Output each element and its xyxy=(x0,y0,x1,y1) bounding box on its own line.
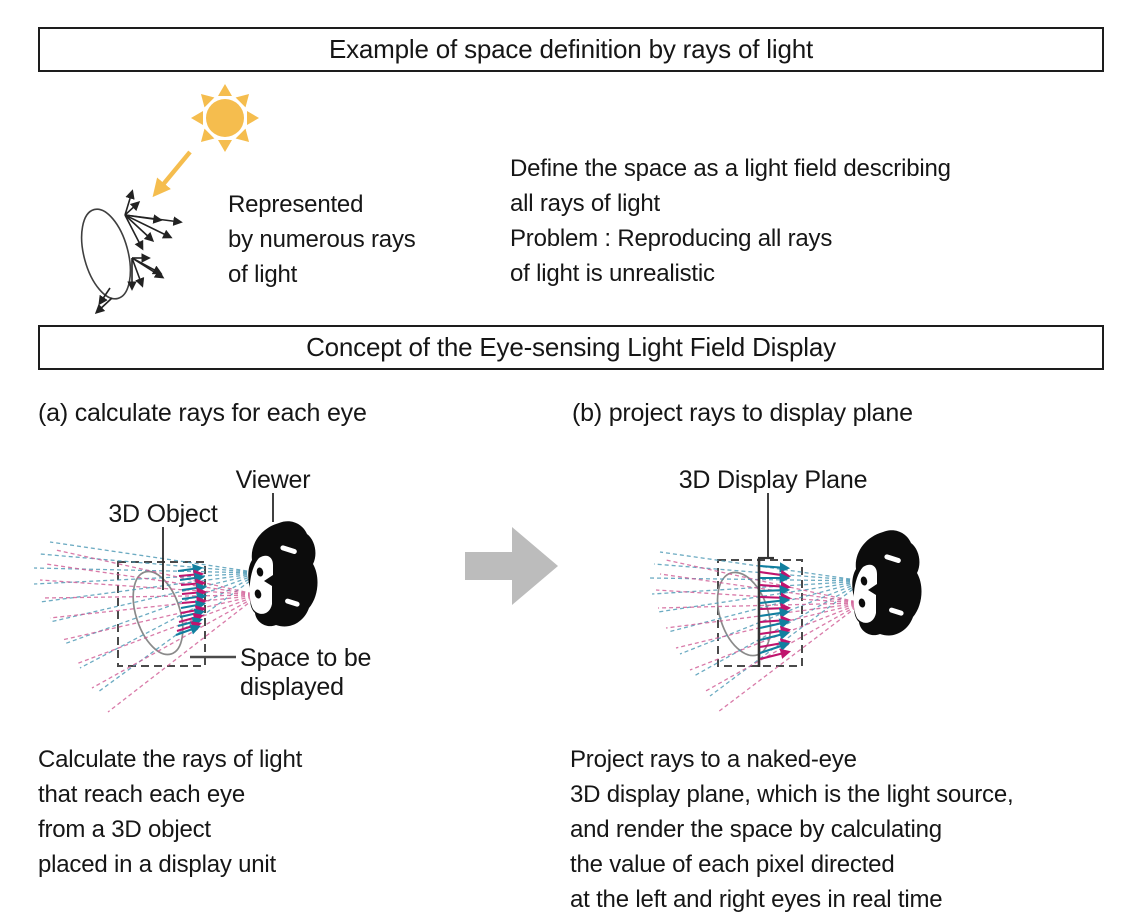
emitted-ray-arrows xyxy=(94,189,183,314)
panel-b-caption-line: at the left and right eyes in real time xyxy=(570,886,943,913)
banner-space-definition: Example of space definition by rays of l… xyxy=(38,27,1104,72)
sun-object-figure xyxy=(80,84,259,314)
display-plane-label: 3D Display Plane xyxy=(679,466,868,494)
object-ellipse xyxy=(80,208,132,300)
define-caption: Define the space as a light field descri… xyxy=(510,151,951,291)
transition-arrow-icon xyxy=(465,527,558,605)
eye-rays-a xyxy=(33,541,262,713)
define-caption-line: Problem : Reproducing all rays xyxy=(510,225,833,252)
sun-icon xyxy=(191,84,259,152)
panel-b-figure: 3D Display Plane xyxy=(649,466,922,713)
sunlight-arrow-icon xyxy=(152,150,192,198)
viewer-label-a: Viewer xyxy=(236,466,311,494)
banner-space-definition-label: Example of space definition by rays of l… xyxy=(328,34,814,64)
represented-caption-line: Represented xyxy=(228,191,364,218)
panel-a-caption-line: Calculate the rays of light xyxy=(38,746,303,773)
define-caption-line: Define the space as a light field descri… xyxy=(510,155,951,182)
panel-a-figure: 3D Object Viewer Space to be displayed xyxy=(33,466,371,713)
panel-a-caption: Calculate the rays of light that reach e… xyxy=(38,742,302,882)
space-label-line2: displayed xyxy=(240,673,344,701)
panel-b-caption-line: the value of each pixel directed xyxy=(570,851,895,878)
banner-concept: Concept of the Eye-sensing Light Field D… xyxy=(38,325,1104,370)
panel-b-caption-line: and render the space by calculating xyxy=(570,816,942,843)
represented-caption-line: of light xyxy=(228,261,298,288)
pixel-ray-arrows-a xyxy=(175,563,208,636)
space-label-line1: Space to be xyxy=(240,644,371,672)
define-caption-line: all rays of light xyxy=(510,190,660,217)
represented-caption: Represented by numerous rays of light xyxy=(228,187,416,292)
viewer-head-b xyxy=(852,530,922,636)
panel-a-caption-line: that reach each eye xyxy=(38,781,246,808)
panel-b-caption-line: Project rays to a naked-eye xyxy=(570,746,857,773)
object-ellipse-a xyxy=(132,570,184,656)
panel-a-heading: (a) calculate rays for each eye xyxy=(38,399,367,427)
viewer-head-a xyxy=(248,521,318,627)
panel-a-caption-line: from a 3D object xyxy=(38,816,211,843)
define-caption-line: of light is unrealistic xyxy=(510,260,715,287)
represented-caption-line: by numerous rays xyxy=(228,226,416,253)
pixel-ray-arrows-b xyxy=(759,562,792,661)
space-to-display-box-a xyxy=(117,561,206,667)
object-label-a: 3D Object xyxy=(108,500,218,528)
panel-b-heading: (b) project rays to display plane xyxy=(572,399,913,427)
panel-b-caption-line: 3D display plane, which is the light sou… xyxy=(570,781,1014,808)
panel-b-caption: Project rays to a naked-eye 3D display p… xyxy=(570,742,1014,917)
panel-a-caption-line: placed in a display unit xyxy=(38,851,277,878)
banner-concept-label: Concept of the Eye-sensing Light Field D… xyxy=(306,332,836,362)
